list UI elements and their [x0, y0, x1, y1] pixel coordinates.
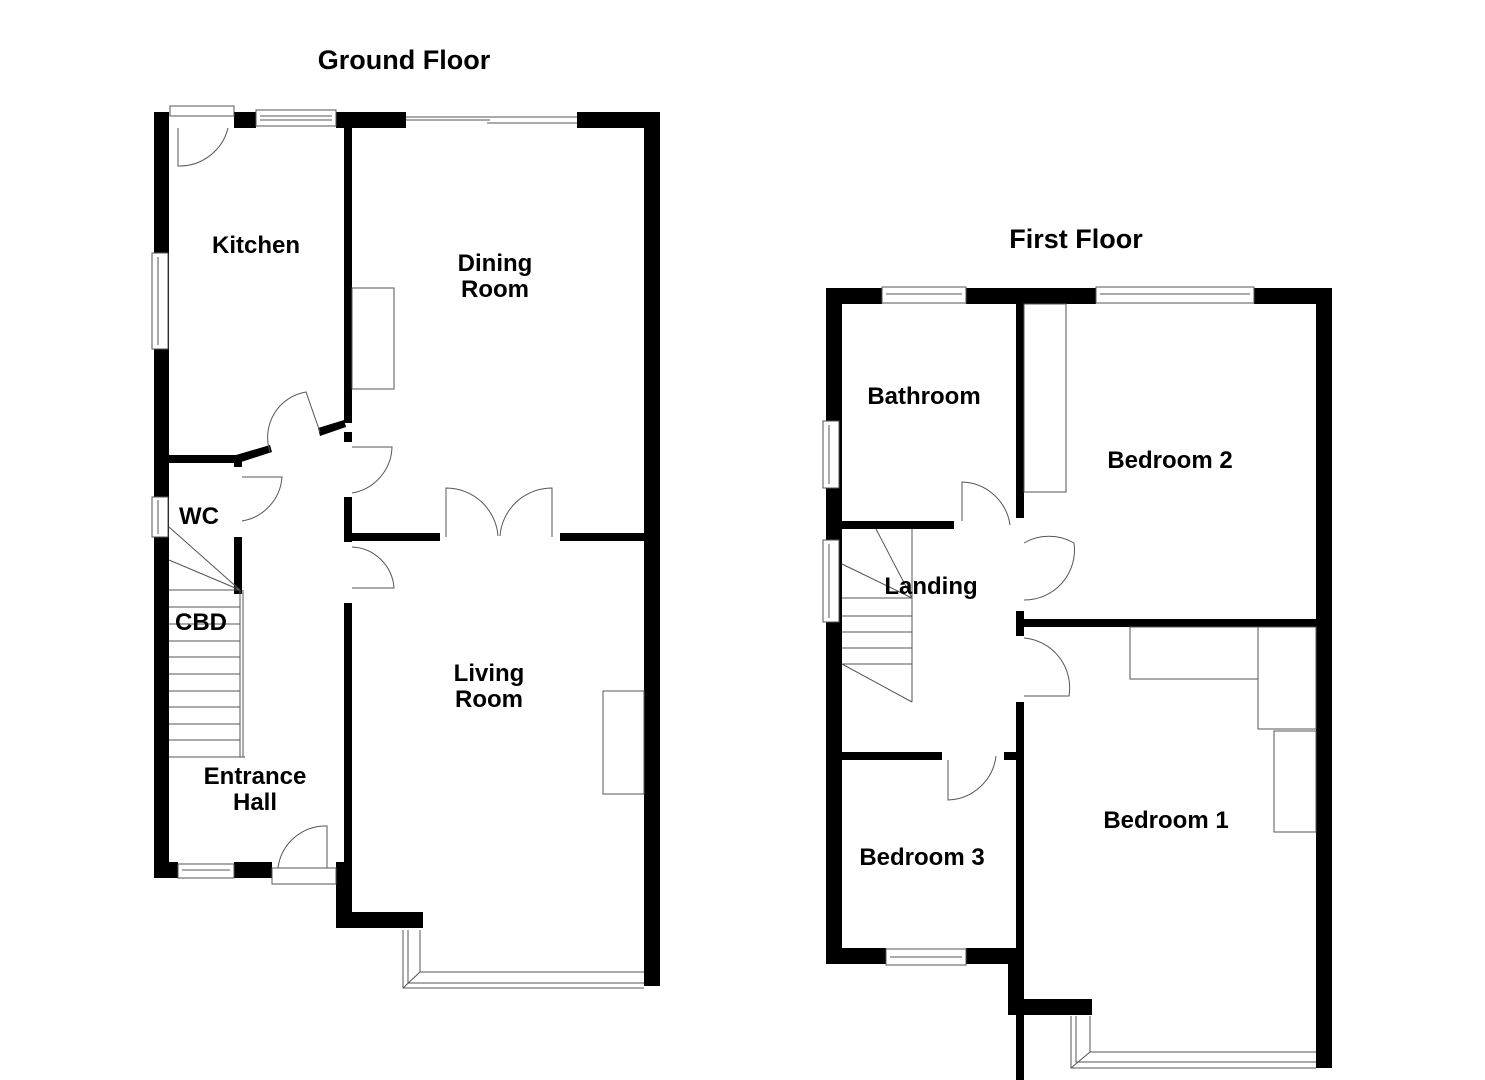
first-floor-stairs — [841, 528, 913, 703]
entrance-label-line1: Entrance — [203, 763, 307, 790]
room-label-bedroom-2: Bedroom 2 — [1107, 447, 1233, 474]
room-label-bedroom-3: Bedroom 3 — [859, 844, 985, 871]
room-label-cbd: CBD — [175, 609, 227, 636]
first-floor-title: First Floor — [1009, 224, 1143, 254]
ground-floor-stairs — [168, 526, 245, 758]
first-floor-plan — [822, 286, 1332, 1080]
room-label-bedroom-1: Bedroom 1 — [1103, 807, 1229, 834]
room-label-dining-room: Dining Room — [458, 251, 533, 303]
room-label-landing: Landing — [884, 573, 978, 600]
living-label-line1: Living — [453, 660, 525, 687]
dining-label-line1: Dining — [457, 250, 533, 277]
room-label-entrance-hall: Entrance Hall — [204, 764, 307, 816]
room-label-living-room: Living Room — [454, 661, 525, 713]
entrance-label-line2: Hall — [232, 789, 278, 816]
room-label-wc: WC — [179, 503, 219, 530]
room-label-kitchen: Kitchen — [211, 232, 301, 259]
ground-floor-title: Ground Floor — [317, 45, 491, 75]
ground-floor-plan — [151, 105, 660, 989]
room-label-bathroom: Bathroom — [867, 383, 981, 410]
living-label-line2: Room — [454, 686, 523, 713]
dining-label-line2: Room — [461, 276, 529, 303]
